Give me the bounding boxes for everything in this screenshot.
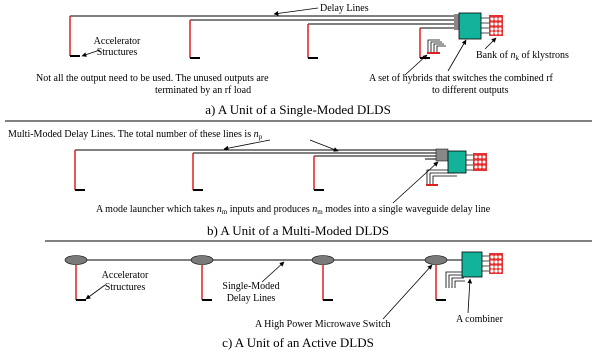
accelerator-structures-arrow bbox=[85, 284, 106, 300]
bank-label: Bank of nk of klystrons bbox=[476, 50, 569, 62]
klystron-feeds bbox=[481, 17, 490, 34]
combiner-arrow bbox=[467, 278, 473, 314]
multi-moded-arrow-1 bbox=[223, 139, 271, 151]
klystron-bank bbox=[489, 15, 503, 36]
panel-a-single-moded: Delay Lines Accelerator Structures Bank … bbox=[36, 3, 569, 117]
microwave-switch bbox=[190, 255, 214, 265]
combiner-box bbox=[461, 251, 483, 278]
combiner-outputs bbox=[445, 271, 465, 288]
microwave-switch bbox=[424, 255, 448, 265]
microwave-switch bbox=[311, 255, 335, 265]
multi-moded-arrow-2 bbox=[309, 139, 339, 152]
accelerator-structure bbox=[74, 150, 85, 191]
microwave-switch bbox=[64, 255, 88, 265]
launcher-arrow bbox=[392, 161, 439, 204]
delay-lines-label: Delay Lines bbox=[320, 3, 369, 14]
hybrids-arrow bbox=[447, 39, 467, 72]
accelerator-structure bbox=[201, 265, 212, 301]
accelerator-structure bbox=[322, 265, 333, 301]
panel-b-multi-moded: Multi-Moded Delay Lines. The total numbe… bbox=[8, 129, 491, 238]
switch-label: A High Power Microwave Switch bbox=[255, 319, 391, 330]
delay-lines-arrow bbox=[273, 7, 319, 16]
accelerator-structure bbox=[69, 16, 80, 57]
not-all-label-2: terminated by an rf load bbox=[155, 85, 251, 96]
hybrid-box bbox=[447, 150, 467, 174]
panel-b-caption: b) A Unit of a Multi-Moded DLDS bbox=[207, 223, 389, 238]
not-all-arrow bbox=[404, 54, 428, 76]
hybrids-label-2: to different outputs bbox=[432, 85, 509, 96]
not-all-label-1: Not all the output need to be used. The … bbox=[36, 73, 269, 84]
klystron-bank bbox=[489, 253, 503, 274]
accelerator-structure bbox=[75, 265, 86, 301]
klystron-feeds bbox=[482, 255, 490, 272]
bank-arrow bbox=[484, 37, 497, 50]
hybrids-label-1: A set of hybrids that switches the combi… bbox=[369, 73, 554, 84]
accelerator-structure bbox=[307, 24, 318, 59]
single-moded-arrow bbox=[261, 261, 285, 283]
klystron-bank bbox=[473, 153, 487, 171]
accelerator-structures-label-1: Accelerator bbox=[94, 36, 141, 47]
panel-c-caption: c) A Unit of an Active DLDS bbox=[222, 335, 374, 350]
accelerator-structure bbox=[189, 20, 200, 59]
accelerator-structures-arrow bbox=[81, 49, 101, 57]
single-moded-label-2: Delay Lines bbox=[227, 293, 276, 304]
accelerator-structures-label-1: Accelerator bbox=[102, 270, 149, 281]
accelerator-structure bbox=[435, 265, 446, 301]
rf-load-terminations bbox=[426, 169, 457, 186]
accelerator-structure bbox=[192, 153, 203, 191]
combiner-label: A combiner bbox=[456, 314, 504, 325]
single-moded-label-1: Single-Moded bbox=[222, 281, 279, 292]
launcher-label: A mode launcher which takes nm inputs an… bbox=[96, 204, 491, 216]
waveguide-stub bbox=[454, 14, 459, 30]
hybrid-box bbox=[458, 12, 482, 40]
panel-a-caption: a) A Unit of a Single-Moded DLDS bbox=[205, 102, 391, 117]
rf-load-terminations bbox=[427, 39, 446, 54]
accelerator-structures-label-2: Structures bbox=[105, 282, 146, 293]
multi-moded-label: Multi-Moded Delay Lines. The total numbe… bbox=[8, 129, 263, 141]
panel-c-active: Accelerator Structures Single-Moded Dela… bbox=[64, 251, 504, 350]
accelerator-structure bbox=[313, 156, 324, 191]
klystron-feeds bbox=[466, 154, 474, 171]
accelerator-structures-label-2: Structures bbox=[97, 47, 138, 58]
switch-arrow bbox=[382, 264, 433, 320]
mode-launcher bbox=[435, 148, 449, 162]
